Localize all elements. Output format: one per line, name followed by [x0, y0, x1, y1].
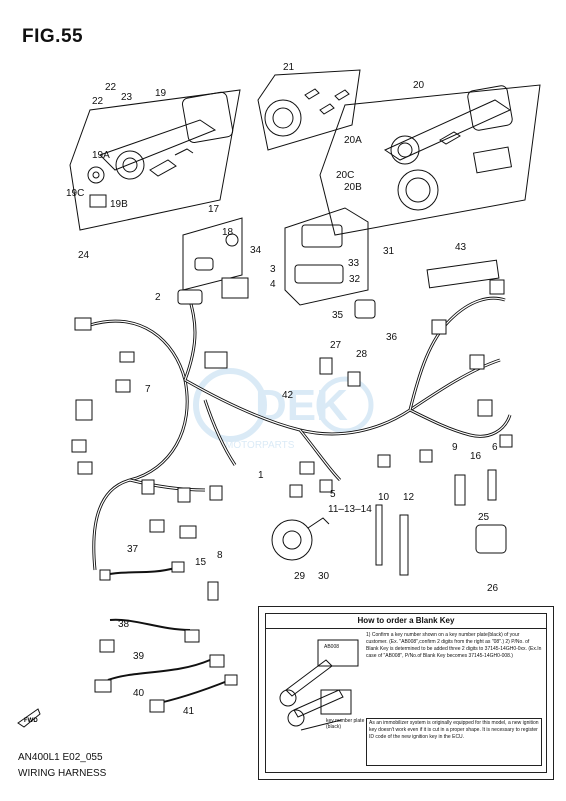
- callout-20A: 20A: [344, 135, 362, 146]
- plate-caption: key number plate (black): [326, 718, 365, 730]
- callout-29: 29: [294, 571, 306, 582]
- callout-34: 34: [250, 245, 262, 256]
- watermark-text: MOTORPARTS: [225, 440, 295, 451]
- callout-9: 9: [452, 442, 458, 453]
- callout-31: 31: [383, 246, 395, 257]
- callout-12: 12: [403, 492, 415, 503]
- callout-43: 43: [455, 242, 467, 253]
- figure-code: AN400L1 E02_055: [18, 752, 103, 763]
- callout-39: 39: [133, 651, 145, 662]
- callout-35: 35: [332, 310, 344, 321]
- small-parts: [207, 299, 507, 601]
- callout-18: 18: [222, 227, 234, 238]
- callout-40: 40: [133, 688, 145, 699]
- callout-22: 22: [92, 96, 104, 107]
- callout-3: 3: [270, 264, 276, 275]
- sub-harnesses: [104, 567, 231, 706]
- callout-15: 15: [195, 557, 207, 568]
- callout-33: 33: [348, 258, 360, 269]
- infobox-title: How to order a Blank Key: [266, 614, 546, 629]
- callout-2: 2: [155, 292, 161, 303]
- callout-10: 10: [378, 492, 390, 503]
- key-illustration: [279, 639, 359, 731]
- callout-20C: 20C: [336, 170, 354, 181]
- part-box-31: [284, 207, 369, 306]
- callout-24: 24: [78, 250, 90, 261]
- callout-1: 1: [258, 470, 264, 481]
- callout-19B: 19B: [110, 199, 128, 210]
- callout-21: 21: [283, 62, 295, 73]
- sub-harness-connectors: [94, 561, 238, 713]
- figure-title: FIG.55: [22, 26, 84, 47]
- callout-26: 26: [487, 583, 499, 594]
- callout-23: 23: [121, 92, 133, 103]
- callout-41: 41: [183, 706, 195, 717]
- callout-30: 30: [318, 571, 330, 582]
- svg-text:DEK: DEK: [255, 381, 348, 430]
- main-harness: [89, 296, 512, 571]
- callout-labels: 1234567891011–13–1412151617181919A19B19C…: [66, 62, 499, 717]
- blank-key-order-box: How to order a Blank Key AB008 key numbe…: [258, 606, 554, 780]
- callout-32: 32: [349, 274, 361, 285]
- key-code-sample: AB008: [324, 644, 340, 650]
- callout-4: 4: [270, 279, 276, 290]
- callout-19C: 19C: [66, 188, 84, 199]
- callout-27: 27: [330, 340, 342, 351]
- watermark-logo: DEK MOTORPARTS: [193, 368, 374, 451]
- callout-37: 37: [127, 544, 139, 555]
- pad-43: [426, 259, 500, 289]
- callout-42: 42: [282, 390, 294, 401]
- callout-6: 6: [492, 442, 498, 453]
- callout-17: 17: [208, 204, 220, 215]
- forward-arrow-icon: FWD: [17, 708, 41, 728]
- callout-28: 28: [356, 349, 368, 360]
- callout-22: 22: [105, 82, 117, 93]
- callout-38: 38: [118, 619, 130, 630]
- ignition-set-19: [69, 89, 241, 231]
- callout-20B: 20B: [344, 182, 362, 193]
- callout-36: 36: [386, 332, 398, 343]
- infobox-steps: 1) Confirm a key number shown on a key n…: [366, 632, 542, 659]
- callout-5: 5: [330, 489, 336, 500]
- callout-7: 7: [145, 384, 151, 395]
- callout-8: 8: [217, 550, 223, 561]
- callout-16: 16: [470, 451, 482, 462]
- horn-29: [271, 517, 330, 561]
- callout-20: 20: [413, 80, 425, 91]
- callout-25: 25: [478, 512, 490, 523]
- figure-name: WIRING HARNESS: [18, 768, 107, 779]
- callout-19: 19: [155, 88, 167, 99]
- infobox-note: As an immobilizer system is originally e…: [366, 718, 542, 766]
- forward-label: FWD: [24, 718, 38, 724]
- callout-19A: 19A: [92, 150, 110, 161]
- connectors: [71, 277, 513, 539]
- part-box-17: [182, 217, 243, 291]
- callout-11-13-14: 11–13–14: [328, 504, 372, 515]
- key-set-21: [257, 69, 361, 151]
